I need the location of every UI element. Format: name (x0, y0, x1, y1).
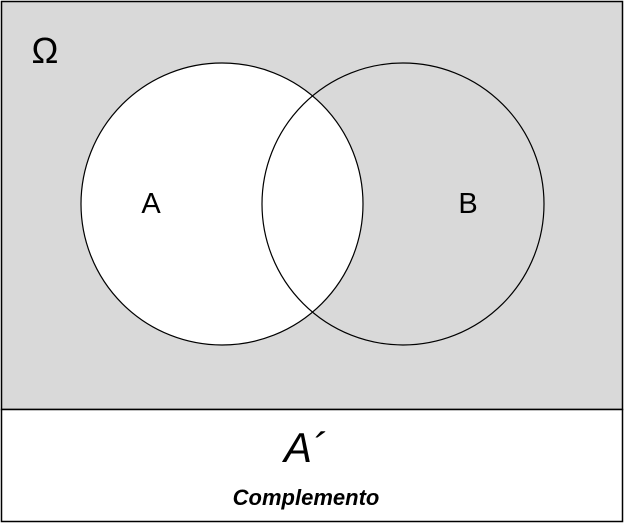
caption-box (0, 408, 624, 523)
universe-symbol: Ω (32, 30, 59, 71)
set-a-label: A (141, 188, 161, 220)
set-b-label: B (458, 188, 477, 220)
complement-symbol: A´ (281, 424, 326, 471)
set-a-circle (80, 62, 364, 346)
complement-caption: Complemento (233, 485, 380, 510)
set-b-circle (261, 62, 545, 346)
